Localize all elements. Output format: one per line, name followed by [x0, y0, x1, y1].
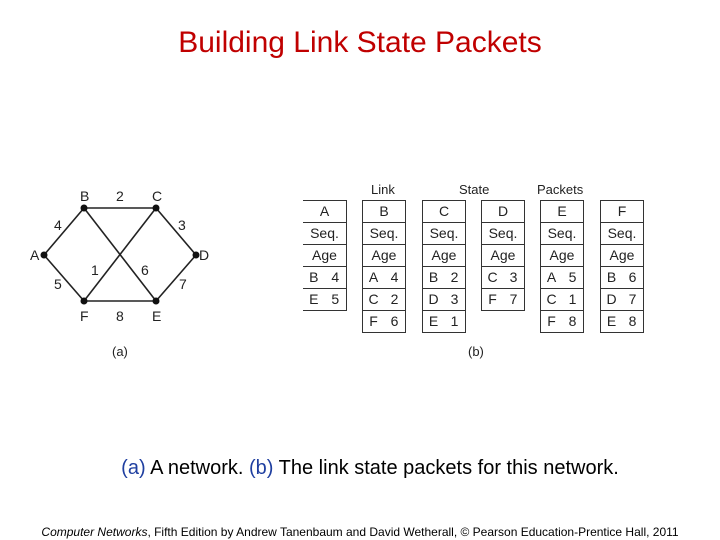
sublabel-b: (b) — [468, 344, 484, 359]
packet-name: D — [482, 201, 524, 223]
packet-seq: Seq. — [423, 223, 465, 245]
packet-seq: Seq. — [303, 223, 346, 245]
packet-age: Age — [601, 245, 643, 267]
packet-age: Age — [482, 245, 524, 267]
node-label-b: B — [80, 188, 89, 204]
packet-age: Age — [541, 245, 583, 267]
node-b — [80, 204, 88, 212]
packet-seq: Seq. — [601, 223, 643, 245]
packet-name: A — [303, 201, 346, 223]
node-d — [192, 251, 200, 259]
footer-rest: , Fifth Edition by Andrew Tanenbaum and … — [147, 525, 679, 539]
sublabel-a: (a) — [112, 344, 128, 359]
packet-seq: Seq. — [363, 223, 405, 245]
network-diagram: B C A D F E 2 4 3 5 7 8 1 6 — [30, 188, 209, 324]
packet-name: B — [363, 201, 405, 223]
packet-age: Age — [363, 245, 405, 267]
node-label-c: C — [152, 188, 162, 204]
node-label-a: A — [30, 247, 40, 263]
edge-weight-bc: 2 — [116, 188, 124, 204]
caption-tag-b: (b) — [249, 457, 274, 479]
header-state: State — [459, 182, 490, 197]
node-label-f: F — [80, 308, 89, 324]
edge-weight-af: 5 — [54, 276, 62, 292]
edge-weight-fe: 8 — [116, 308, 124, 324]
figure-caption: (a) A network. (b) The link state packet… — [0, 457, 720, 480]
node-a — [40, 251, 48, 259]
node-label-d: D — [199, 247, 209, 263]
packet-name: E — [541, 201, 583, 223]
footer-book-title: Computer Networks — [41, 525, 148, 539]
caption-text-b: The link state packets for this network. — [273, 457, 619, 479]
edge-weight-de: 7 — [179, 276, 187, 292]
node-c — [152, 204, 160, 212]
edge-weight-ab: 4 — [54, 217, 62, 233]
caption-text-a: A network. — [145, 457, 250, 479]
edge-weight-cd: 3 — [178, 217, 186, 233]
packet-seq: Seq. — [541, 223, 583, 245]
edge-weight-be: 1 — [91, 262, 99, 278]
packet-name: F — [601, 201, 643, 223]
header-link: Link — [371, 182, 395, 197]
packet-name: C — [423, 201, 465, 223]
footer-citation: Computer Networks, Fifth Edition by Andr… — [0, 525, 720, 539]
edge-weight-cf: 6 — [141, 262, 149, 278]
node-label-e: E — [152, 308, 161, 324]
node-f — [80, 297, 88, 305]
packet-age: Age — [423, 245, 465, 267]
slide-title: Building Link State Packets — [178, 26, 542, 59]
caption-tag-a: (a) — [121, 457, 146, 479]
packet-seq: Seq. — [482, 223, 524, 245]
node-e — [152, 297, 160, 305]
packet-age: Age — [303, 245, 346, 267]
header-packets: Packets — [537, 182, 584, 197]
